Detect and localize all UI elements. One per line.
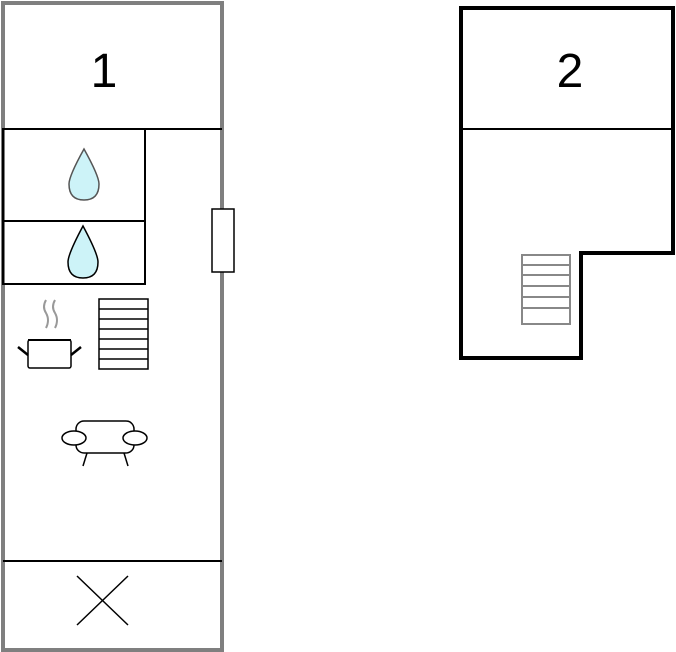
bathroom-block [2, 128, 146, 285]
cross-icon [76, 575, 129, 626]
floor-2-label: 2 [557, 45, 584, 98]
floor-1-label: 1 [91, 45, 118, 98]
floor-2-plan: 2 [459, 6, 675, 360]
floor-1-plan: 1 [1, 1, 235, 652]
stairs-icon [98, 298, 149, 370]
stairs-icon [521, 254, 571, 325]
door-icon [211, 208, 235, 273]
floor-1-outer-wall [1, 1, 224, 652]
floor-2-outer-wall [459, 6, 675, 360]
cooking-pot-icon [17, 299, 82, 369]
water-drop-icon [67, 224, 99, 279]
water-drop-icon [68, 147, 100, 201]
sofa-icon [61, 420, 148, 467]
